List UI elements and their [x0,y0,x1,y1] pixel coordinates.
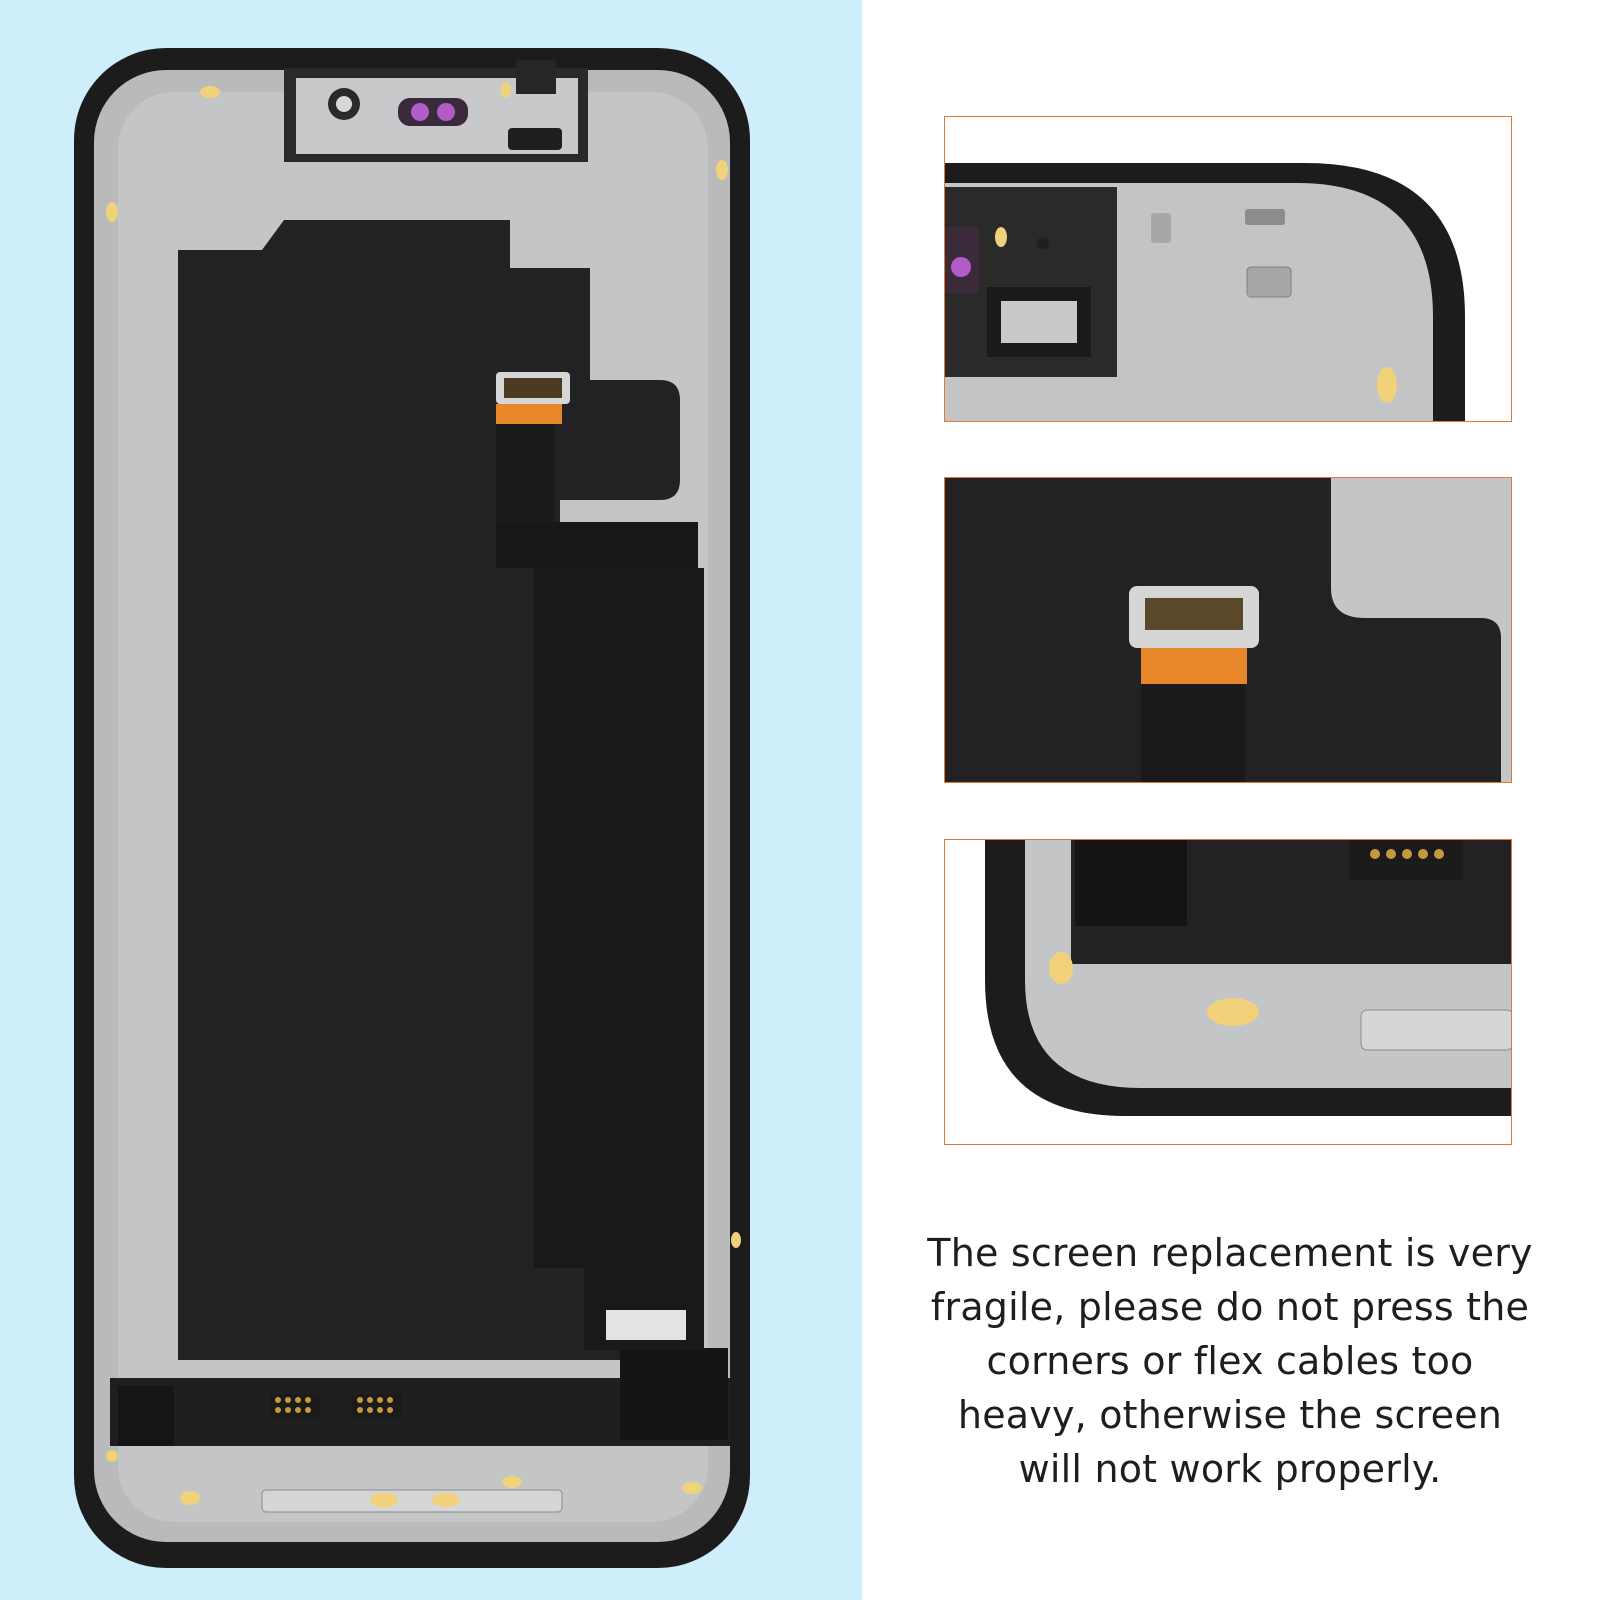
caption-line: The screen replacement is very [927,1231,1533,1275]
fragility-warning-text: The screen replacement is very fragile, … [868,1226,1592,1496]
caption-line: will not work properly. [1018,1447,1442,1491]
detail-bottom-corner-image [944,839,1512,1145]
product-photo-panel [0,0,862,1600]
adhesive-dots [106,82,741,1507]
detail-top-corner-image [944,116,1512,422]
detail-flex-connector-image [944,477,1512,783]
face-id-module [398,98,468,126]
caption-line: corners or flex cables too [986,1339,1474,1383]
caption-line: fragile, please do not press the [930,1285,1530,1329]
phone-screen-back-image [74,48,750,1568]
caption-line: heavy, otherwise the screen [957,1393,1503,1437]
